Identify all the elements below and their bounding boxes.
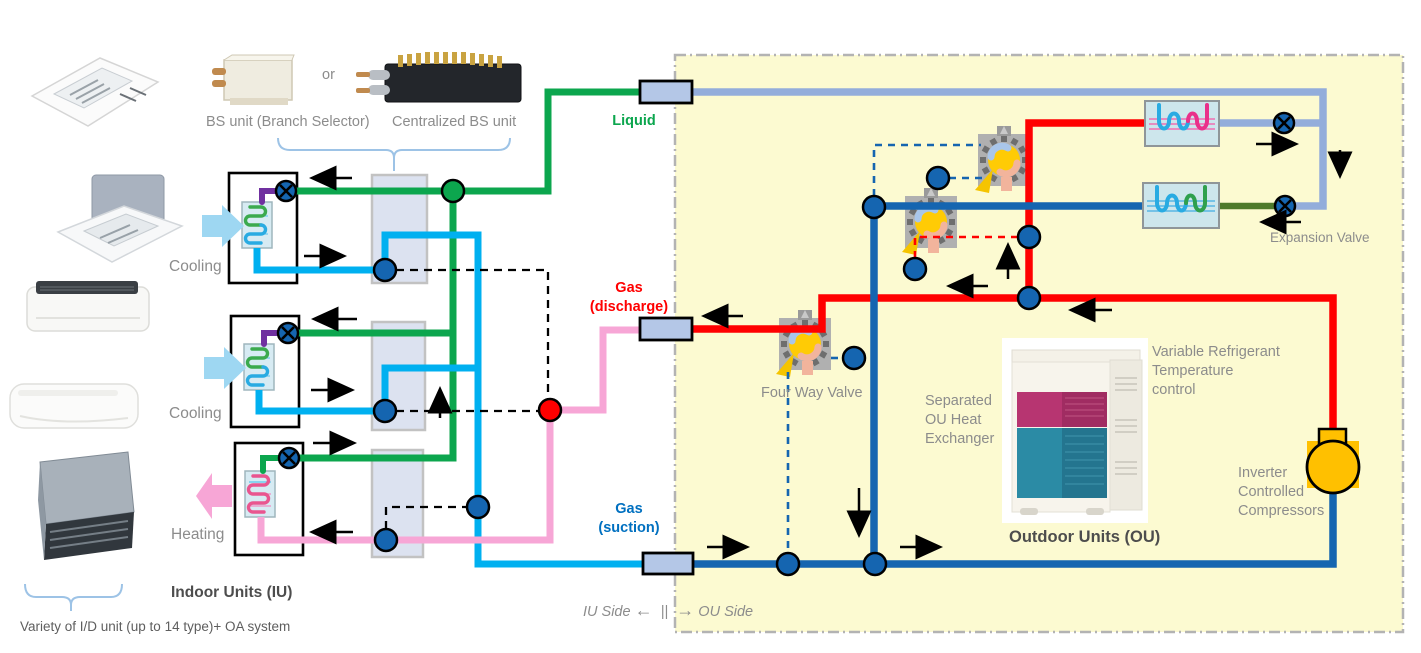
discharge-junction-dot (537, 397, 563, 423)
outdoor-units-title: Outdoor Units (OU) (1009, 528, 1161, 546)
compressor (1305, 427, 1361, 495)
photo-outdoor-unit (1002, 338, 1148, 523)
ou-side-arrow-icon: → (676, 600, 695, 620)
expansion-valve-label: Expansion Valve (1270, 230, 1370, 245)
flow-arrows (304, 131, 1353, 560)
bs-units-brace (277, 137, 511, 171)
boundary-connectors (638, 79, 695, 576)
iu3-valve-icon (277, 446, 301, 470)
gas-suction-connector (641, 551, 695, 576)
expansion-valve-2-icon (1273, 194, 1297, 218)
ou-heat-exchanger-2 (1142, 182, 1220, 229)
ou-heat-exchanger-1 (1144, 100, 1220, 147)
liquid-junction-dot (440, 178, 466, 204)
liquid-pipe-lavender (691, 88, 1327, 210)
iu-side-arrow-icon: ← (634, 600, 653, 620)
dashed-links-black (384, 268, 550, 529)
cooling1-label: Cooling (169, 258, 222, 275)
vrt-control-label: Variable Refrigerant Temperature control (1152, 344, 1280, 398)
photos-brace (24, 583, 123, 611)
photo-ceiling-cassette (30, 57, 160, 127)
or-label: or (322, 67, 335, 83)
expansion-valve-1-icon (1272, 111, 1296, 135)
inverter-compressors-label: Inverter Controlled Compressors (1238, 465, 1325, 519)
four-way-valve-label: Four Way Valve (761, 385, 863, 401)
photo-four-way-cassette (56, 174, 184, 263)
iu-ou-boundary-label: IU Side ← || → OU Side (583, 600, 754, 620)
photo-ducted-unit (38, 451, 135, 560)
liquid-pipe-green (296, 88, 641, 462)
indoor-units-title: Indoor Units (IU) (171, 584, 293, 601)
iu2-valve-icon (276, 321, 300, 345)
heating-label: Heating (171, 526, 225, 543)
gas-suction-label: Gas (suction) (598, 501, 660, 536)
dashed-links-blue (786, 143, 983, 552)
cooling-mode-arrow-1 (202, 205, 244, 247)
photo-ceiling-suspended (26, 281, 150, 332)
cooling-mode-arrow-2 (204, 347, 246, 389)
iu1-valve-icon (274, 179, 298, 203)
photo-wall-mounted (9, 383, 139, 429)
heating-mode-arrow (196, 473, 232, 519)
photo-centralized-bs-unit (356, 52, 522, 103)
liquid-connector (638, 79, 694, 105)
centralized-bs-unit-label: Centralized BS unit (392, 114, 517, 130)
four-way-valve-1 (975, 126, 1030, 193)
gas-suction-pipe-blue (692, 202, 1337, 568)
dashed-links-red (913, 235, 1017, 258)
gas-discharge-pipe-pink (257, 326, 641, 544)
separated-ou-hx-label: Separated OU Heat Exchanger (925, 393, 995, 447)
iu-internal-pipes (259, 188, 282, 474)
variety-note: Variety of I/D unit (up to 14 type)+ OA … (20, 619, 291, 634)
gas-discharge-label: Gas (discharge) (589, 280, 669, 315)
bs-unit-label: BS unit (Branch Selector) (206, 114, 370, 130)
liquid-label: Liquid (612, 113, 656, 129)
photo-bs-unit (212, 54, 295, 105)
gas-discharge-connector (638, 316, 694, 342)
cooling2-label: Cooling (169, 405, 222, 422)
four-way-valve-2 (902, 188, 957, 255)
gas-suction-pipe-cyan (253, 231, 644, 568)
